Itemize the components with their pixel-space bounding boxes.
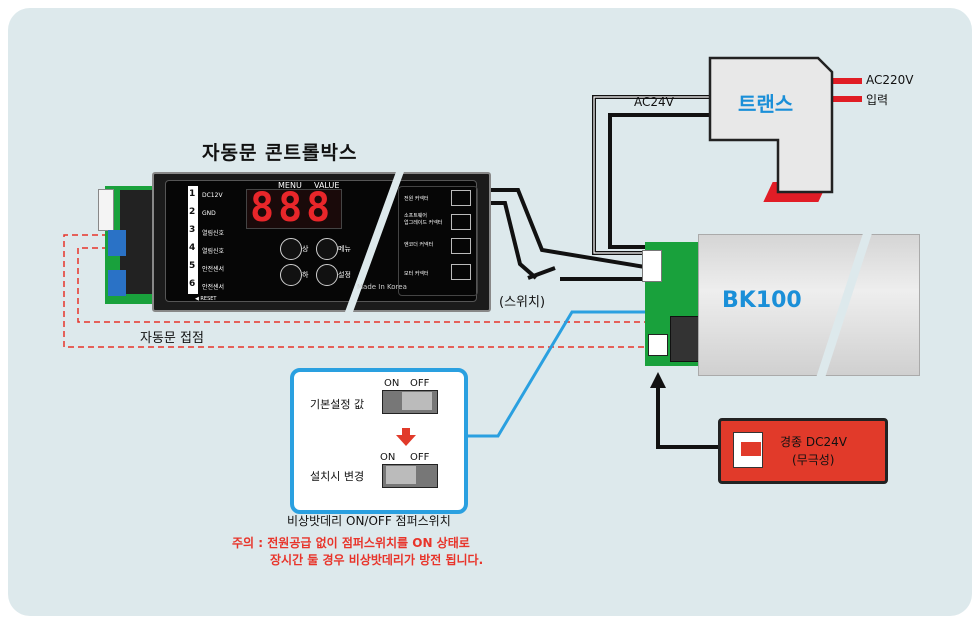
terminal-label: 안전센서 [202,266,225,273]
battery-wire [656,385,718,449]
terminal-label: 열림신호 [202,248,225,255]
terminal-label: DC12V [202,192,223,199]
install-setting-label: 설치시 변경 [310,470,365,483]
bk100-terminal [670,316,702,362]
switch-lever [527,266,556,280]
up-button-label: 상 [302,245,309,253]
terminal-label: 안전센서 [202,284,225,291]
connector-socket [451,264,471,280]
jumper-on-label: ON [384,378,400,389]
bell-label-2: (무극성) [792,453,835,467]
jumper-lever-default [402,392,432,410]
bk100-label: BK100 [722,288,802,313]
connector-label: 모터 커넥터 [404,271,429,277]
jumper-link-line [460,310,648,438]
terminal-label: GND [202,210,216,217]
warning-line-1: 주의 : 전원공급 없이 점퍼스위치를 ON 상태로 [232,536,470,550]
warning-line-2: 장시간 둘 경우 비상밧데리가 방전 됩니다. [270,553,484,567]
connector-label: 엔코더 커넥터 [404,242,434,248]
control-box-title: 자동문 콘트롤박스 [202,142,358,164]
up-button[interactable] [280,238,302,260]
power-wire [485,188,646,269]
menu-button[interactable] [316,238,338,260]
jumper-box [290,368,468,514]
set-button[interactable] [316,264,338,286]
ac24v-wire [608,113,710,249]
ac24v-label: AC24V [634,95,674,109]
bk100-jumper [648,334,668,356]
terminal-num: 1 [189,189,196,199]
terminal-screw-highlight [108,230,126,256]
connector-label: 전원 커넥터 [404,196,429,202]
down-arrow-icon [396,428,416,446]
display-digits: 888 [250,185,335,231]
bell-label-1: 경종 DC24V [780,435,847,449]
battery-arrow-head [650,372,666,388]
menu-button-label: 메뉴 [338,245,351,253]
ac220v-lead [832,96,862,102]
seven-segment-display [246,189,342,229]
ac220v-sub-label: 입력 [866,93,889,107]
connector-socket [451,214,471,230]
terminal-label: 열림신호 [202,230,225,237]
transformer-label: 트랜스 [738,92,794,116]
door-contact-label: 자동문 접점 [140,331,204,346]
terminal-num: 6 [189,279,196,289]
bk100-connector [642,250,662,282]
down-button-label: 하 [302,271,309,279]
power-wire [485,201,538,280]
reset-label: ◀ RESET [195,296,217,302]
connector-socket [451,190,471,206]
bell-icon-notch [741,442,761,456]
terminal-num: 2 [189,207,196,217]
door-contact-wire [77,247,648,323]
set-button-label: 설정 [338,271,351,279]
ac220v-lead [832,78,862,84]
jumper-off-label-2: OFF [410,452,430,463]
terminal-num: 3 [189,225,196,235]
ac24v-wire [593,96,710,254]
terminal-screw-highlight [108,270,126,296]
value-label: VALUE [314,181,340,190]
jumper-caption: 비상밧데리 ON/OFF 점퍼스위치 [287,514,451,528]
jumper-on-label-2: ON [380,452,396,463]
jumper-lever-install [386,466,416,484]
switch-label: (스위치) [499,295,546,310]
ac220v-label: AC220V [866,73,914,87]
menu-label: MENU [278,181,302,190]
terminal-num: 4 [189,243,196,253]
default-setting-label: 기본설정 값 [310,398,365,411]
pcb-connector [98,189,114,231]
down-button[interactable] [280,264,302,286]
terminal-labels: 1 2 3 4 5 6 DC12V GND 열림신호 열림신호 안전센서 안전센… [188,186,228,294]
connector-socket [451,238,471,254]
jumper-off-label: OFF [410,378,430,389]
connector-panel [398,186,478,296]
terminal-block [120,190,156,294]
terminal-num: 5 [189,261,196,271]
connector-label: 소프트웨어 업그레이드 커넥터 [404,213,443,226]
bk100-body [698,234,920,376]
made-in-label: Made In Korea [357,283,407,291]
transformer [708,56,834,194]
